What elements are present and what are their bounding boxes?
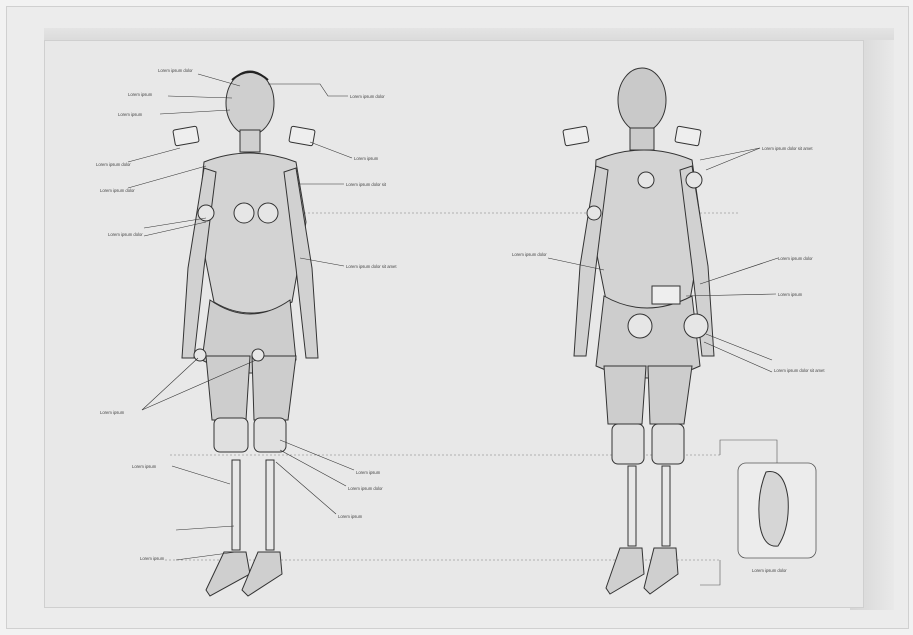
label-front-2: Lorem ipsum [128,92,153,97]
label-back-1: Lorem ipsum dolor sit amet [762,146,813,151]
label-front-6: Lorem ipsum dolor [100,188,135,193]
label-back-2: Lorem ipsum dolor [512,252,547,257]
label-front-7: Lorem ipsum [354,156,379,161]
label-back-5: Lorem ipsum dolor sit amet [774,368,825,373]
label-foot-caption: Lorem ipsum dolor [752,568,787,573]
label-front-8: Lorem ipsum dolor sit [346,182,387,187]
back-figure [563,68,714,594]
label-front-16: Lorem ipsum [140,556,165,561]
label-front-12: Lorem ipsum [132,464,157,469]
front-figure [173,71,318,596]
label-front-13: Lorem ipsum [356,470,381,475]
label-front-15: Lorem ipsum [338,514,363,519]
label-front-11: Lorem ipsum [100,410,125,415]
foot-sensor-inset [700,440,816,585]
label-back-4: Lorem ipsum [778,292,803,297]
label-front-3: Lorem ipsum [118,112,143,117]
label-front-4: Lorem ipsum dolor [350,94,385,99]
label-front-5: Lorem ipsum dolor [96,162,131,167]
label-front-14: Lorem ipsum dolor [348,486,383,491]
label-front-9: Lorem ipsum dolor [108,232,143,237]
label-front-10: Lorem ipsum dolor sit amet [346,264,397,269]
label-front-1: Lorem ipsum dolor [158,68,193,73]
label-back-3: Lorem ipsum dolor [778,256,813,261]
